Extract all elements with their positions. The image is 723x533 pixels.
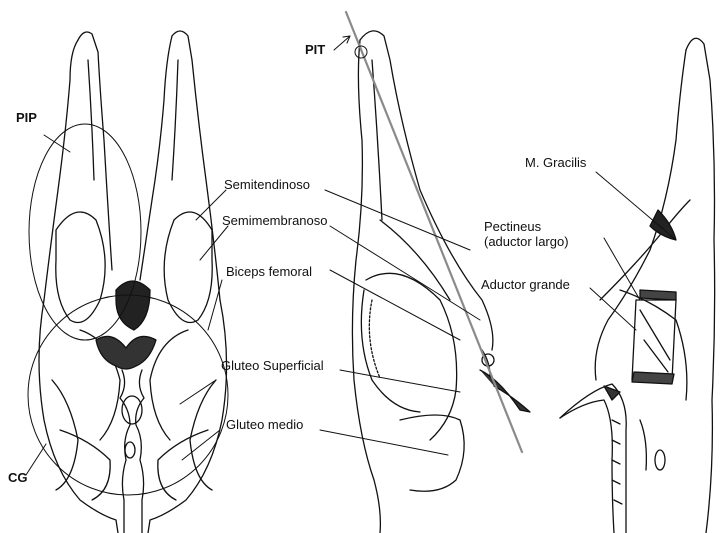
label-m-gracilis: M. Gracilis	[525, 155, 586, 170]
left-panel-rear-view	[28, 31, 228, 533]
label-gluteo-medio: Gluteo medio	[226, 417, 303, 432]
label-aductor-grande: Aductor grande	[481, 277, 570, 292]
label-pit: PIT	[305, 42, 325, 57]
label-pectineus: Pectineus (aductor largo)	[484, 219, 569, 249]
label-gluteo-superficial: Gluteo Superficial	[221, 358, 324, 373]
label-semimembranoso: Semimembranoso	[222, 213, 328, 228]
middle-panel-side-view	[346, 12, 530, 533]
label-biceps-femoral: Biceps femoral	[226, 264, 312, 279]
label-pip: PIP	[16, 110, 37, 125]
label-semitendinoso: Semitendinoso	[224, 177, 310, 192]
leader-lines	[26, 36, 676, 475]
label-cg: CG	[8, 470, 28, 485]
right-panel-medial-view	[560, 38, 715, 533]
